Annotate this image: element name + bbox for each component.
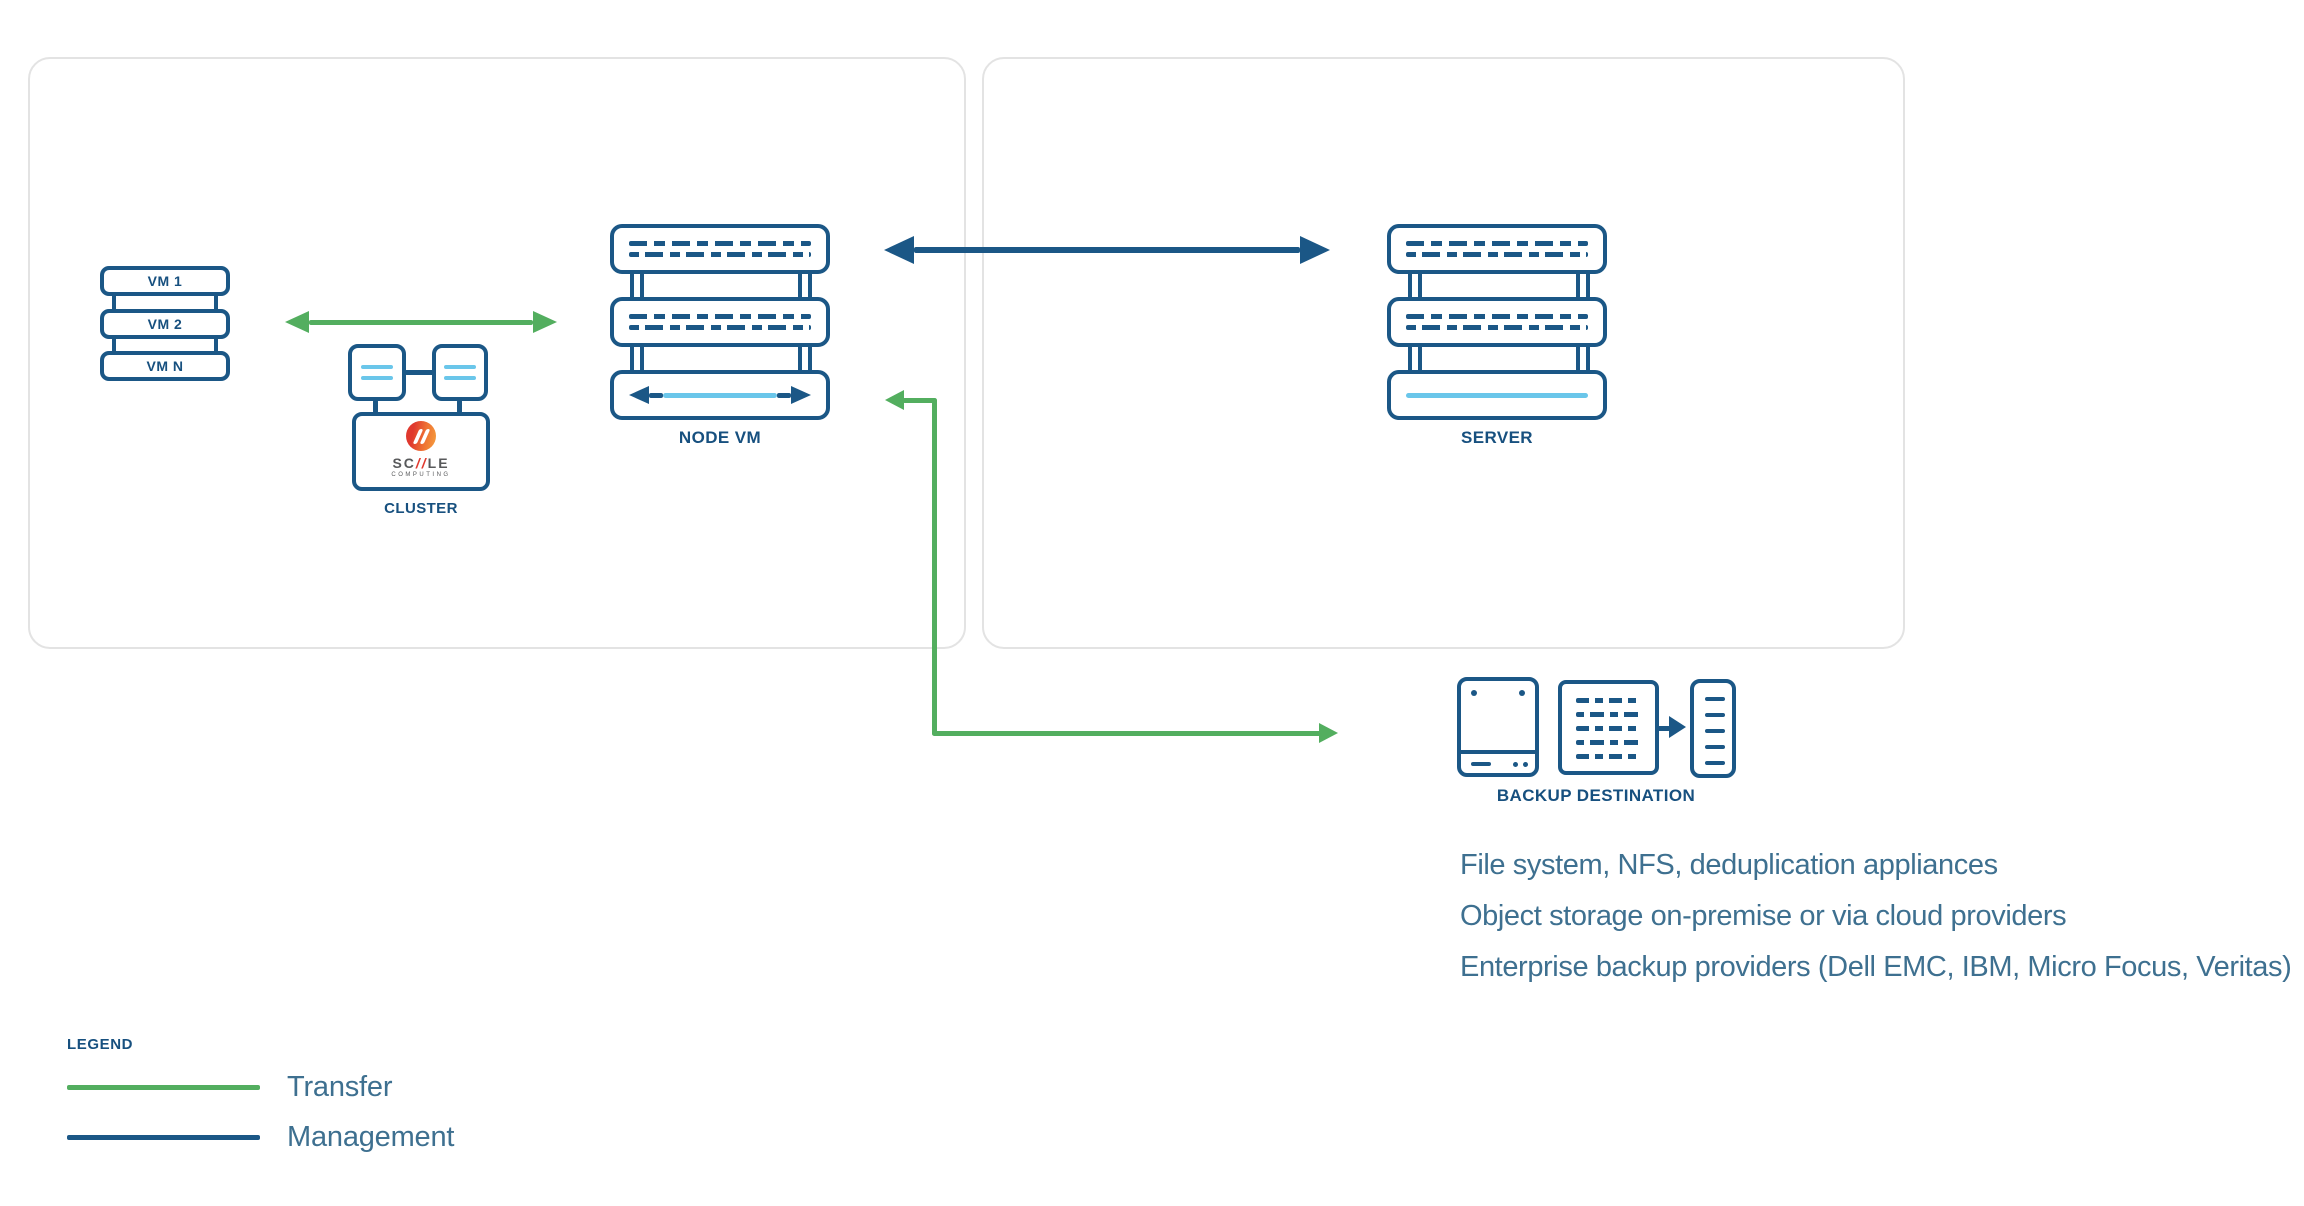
cluster-drop-right — [457, 399, 462, 414]
server-panel — [982, 57, 1905, 649]
data-store-icon — [1558, 680, 1659, 775]
led-dot — [1519, 690, 1525, 696]
io-channel — [662, 392, 778, 398]
arrow-shaft — [309, 319, 533, 325]
dash-line — [629, 314, 811, 319]
vm-row-2: VM 2 — [100, 309, 230, 339]
dash-line — [629, 241, 811, 246]
arrowhead-right-icon — [1669, 716, 1686, 738]
arrowhead-right-icon — [1319, 723, 1338, 743]
io-stem — [649, 392, 663, 398]
stack-connector — [1576, 268, 1590, 303]
node-line — [444, 376, 476, 380]
dash-line — [629, 325, 811, 330]
dash-line — [1576, 726, 1641, 731]
arrow-segment — [932, 731, 1322, 736]
stack-connector — [798, 268, 812, 303]
arrowhead-right-icon — [1300, 236, 1330, 264]
bay-slot — [1471, 762, 1491, 766]
arrow-shaft — [914, 247, 1300, 253]
scale-wordmark-sub: COMPUTING — [391, 472, 451, 478]
drive-bay — [1460, 750, 1536, 773]
cluster-node-right-icon — [432, 344, 488, 401]
data-rows — [1576, 698, 1641, 759]
io-stem — [777, 392, 792, 398]
stack-connector — [1576, 341, 1590, 376]
cluster-label: CLUSTER — [384, 500, 458, 517]
dash-line — [1576, 740, 1641, 745]
vm-1-label: VM 1 — [147, 273, 183, 289]
stack-connector — [1408, 268, 1422, 303]
stack-connector — [630, 341, 644, 376]
arrow-segment — [902, 398, 937, 403]
legend-management-swatch — [67, 1135, 260, 1140]
node-line — [361, 376, 393, 380]
backup-destination-label: BACKUP DESTINATION — [1496, 786, 1696, 805]
management-arrow-node-server — [884, 236, 1330, 264]
archive-list-icon — [1690, 679, 1736, 778]
io-channel — [1406, 392, 1588, 398]
arrowhead-left-icon — [885, 390, 904, 410]
vm-row-1: VM 1 — [100, 266, 230, 296]
wordmark-suffix: LE — [427, 455, 450, 471]
list-dash — [1705, 697, 1725, 701]
node-tier-1 — [610, 224, 830, 274]
dash-line — [1406, 314, 1588, 319]
dash-line — [1406, 325, 1588, 330]
vm-row-3: VM N — [100, 351, 230, 381]
cluster-bridge — [404, 370, 436, 375]
list-dash — [1705, 713, 1725, 717]
scale-computing-logo-icon — [406, 421, 436, 451]
list-dash — [1705, 729, 1725, 733]
server-tier-3 — [1387, 370, 1607, 420]
cluster-drop-left — [373, 399, 378, 414]
dash-line — [1576, 754, 1641, 759]
node-line — [444, 365, 476, 369]
arrowhead-right-icon — [533, 311, 557, 333]
io-arrow-left-icon — [629, 386, 649, 404]
server-label: SERVER — [1460, 428, 1533, 447]
arrow-segment — [932, 398, 937, 736]
stack-connector — [798, 341, 812, 376]
bay-dot — [1523, 762, 1528, 767]
node-tier-2 — [610, 297, 830, 347]
dash-line — [1576, 712, 1641, 717]
list-dash — [1705, 745, 1725, 749]
io-arrow-right-icon — [791, 386, 812, 404]
cluster-node-left-icon — [348, 344, 406, 401]
wordmark-slashes: // — [415, 455, 428, 471]
stack-connector — [630, 268, 644, 303]
storage-appliance-icon — [1457, 677, 1539, 777]
dash-line — [1406, 241, 1588, 246]
legend-transfer-swatch — [67, 1085, 260, 1090]
legend-management-label: Management — [287, 1121, 455, 1153]
server-tier-2 — [1387, 297, 1607, 347]
vm-2-label: VM 2 — [147, 316, 183, 332]
dash-line — [1576, 698, 1641, 703]
legend-title: LEGEND — [67, 1036, 134, 1053]
node-vm-label: NODE VM — [678, 428, 762, 447]
vm-n-label: VM N — [146, 358, 184, 374]
arrowhead-left-icon — [884, 236, 914, 264]
server-tier-1 — [1387, 224, 1607, 274]
arrowhead-left-icon — [285, 311, 309, 333]
transfer-arrow-vm-node — [285, 311, 557, 333]
wordmark-prefix: SC — [392, 455, 416, 471]
led-dot — [1471, 690, 1477, 696]
backup-notes: File system, NFS, deduplication applianc… — [1460, 840, 2292, 993]
note-line: File system, NFS, deduplication applianc… — [1460, 849, 1998, 881]
scale-wordmark: SC//LE — [352, 455, 490, 471]
note-line: Enterprise backup providers (Dell EMC, I… — [1460, 951, 2292, 983]
legend-transfer-label: Transfer — [287, 1071, 393, 1103]
dash-line — [1406, 252, 1588, 257]
list-dash — [1705, 761, 1725, 765]
dash-line — [629, 252, 811, 257]
node-tier-3 — [610, 370, 830, 420]
arrow-stem — [1657, 726, 1671, 731]
stack-connector — [1408, 341, 1422, 376]
note-line: Object storage on-premise or via cloud p… — [1460, 900, 2067, 932]
node-line — [361, 365, 393, 369]
bay-dot — [1513, 762, 1518, 767]
